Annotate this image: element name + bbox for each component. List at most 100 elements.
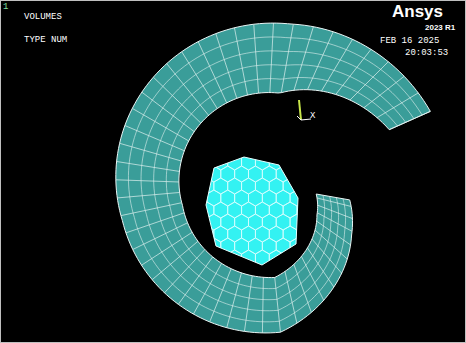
hex-cell bbox=[297, 178, 311, 194]
z-axis-line bbox=[297, 116, 301, 120]
mesh-line bbox=[117, 192, 179, 197]
mesh-line bbox=[317, 213, 352, 231]
axis-label: X bbox=[310, 112, 315, 121]
mesh-line bbox=[166, 78, 397, 289]
hex-cell bbox=[207, 142, 221, 158]
mesh-line bbox=[193, 263, 221, 314]
mesh-line bbox=[142, 232, 193, 265]
mesh-line bbox=[182, 52, 218, 109]
hex-cell bbox=[200, 154, 214, 170]
mesh-line bbox=[307, 32, 333, 90]
mesh-line bbox=[389, 111, 430, 129]
mesh-line bbox=[234, 28, 247, 95]
numbering-note: TYPE NUM bbox=[24, 36, 67, 45]
hex-cell bbox=[221, 142, 235, 158]
hex-cell bbox=[290, 142, 304, 158]
hex-cell bbox=[311, 250, 325, 266]
time-stamp: 20:03:53 bbox=[405, 49, 448, 58]
end-face-fill bbox=[206, 157, 298, 265]
hex-cell bbox=[228, 250, 242, 266]
mesh-line bbox=[336, 49, 371, 94]
mesh-line bbox=[164, 250, 204, 293]
mesh-line bbox=[262, 277, 264, 333]
y-axis-line bbox=[299, 100, 301, 120]
mesh-line bbox=[227, 273, 242, 328]
mesh-line bbox=[364, 76, 404, 107]
hex-cell bbox=[304, 142, 318, 158]
axis-triad bbox=[297, 100, 311, 120]
hex-cell bbox=[297, 250, 311, 266]
mesh-line bbox=[141, 51, 414, 311]
mesh-line bbox=[318, 205, 353, 218]
mesh-line bbox=[285, 271, 297, 323]
mesh-line bbox=[120, 143, 182, 161]
hex-cell bbox=[297, 202, 311, 218]
hex-cell bbox=[290, 166, 304, 182]
mesh-line bbox=[121, 203, 182, 216]
date-stamp: FEB 16 2025 bbox=[380, 37, 439, 46]
end-face bbox=[193, 142, 325, 266]
hex-cell bbox=[193, 238, 207, 254]
hex-cell bbox=[269, 250, 283, 266]
mesh-line bbox=[178, 257, 212, 304]
volume-body bbox=[116, 23, 431, 333]
hex-cell bbox=[297, 154, 311, 170]
mesh-line bbox=[133, 223, 188, 250]
hex-cell bbox=[193, 214, 207, 230]
mesh-line bbox=[350, 62, 388, 100]
hex-cell bbox=[304, 190, 318, 206]
hex-cell bbox=[276, 142, 290, 158]
hex-cell bbox=[297, 226, 311, 242]
hex-cell bbox=[304, 214, 318, 230]
mesh-line bbox=[254, 24, 259, 93]
mesh-line bbox=[301, 256, 323, 300]
hex-cell bbox=[193, 166, 207, 182]
hex-cell bbox=[262, 142, 276, 158]
mesh-line bbox=[317, 221, 351, 245]
hex-mesh bbox=[193, 142, 325, 266]
hex-cell bbox=[235, 142, 249, 158]
hex-cell bbox=[193, 190, 207, 206]
mesh-line bbox=[132, 108, 188, 141]
hex-cell bbox=[311, 226, 325, 242]
mesh-line bbox=[154, 65, 406, 300]
mesh-line bbox=[270, 23, 274, 92]
hex-cell bbox=[283, 250, 297, 266]
hex-cell bbox=[200, 250, 214, 266]
mesh-line bbox=[153, 77, 201, 123]
hex-cell bbox=[207, 238, 221, 254]
plot-title: VOLUMES bbox=[24, 13, 62, 22]
mesh-line bbox=[128, 37, 422, 322]
hex-cell bbox=[248, 142, 262, 158]
hex-cell bbox=[283, 154, 297, 170]
hex-cell bbox=[290, 238, 304, 254]
mesh-line bbox=[281, 24, 293, 93]
mesh-line bbox=[116, 180, 179, 182]
hex-cell bbox=[304, 166, 318, 182]
mesh-line bbox=[294, 27, 313, 91]
mesh-line bbox=[312, 239, 342, 273]
mesh-line bbox=[198, 42, 227, 103]
mesh-line bbox=[275, 277, 281, 332]
version-label: 2023 R1 bbox=[425, 24, 455, 32]
mesh-line bbox=[315, 230, 347, 259]
mesh-line bbox=[152, 241, 198, 279]
hex-cell bbox=[311, 178, 325, 194]
hex-cell bbox=[311, 154, 325, 170]
hex-cell bbox=[200, 226, 214, 242]
mesh-line bbox=[377, 93, 418, 118]
window-number: 1 bbox=[3, 3, 8, 12]
hex-cell bbox=[193, 142, 207, 158]
hex-cell bbox=[304, 238, 318, 254]
hex-cell bbox=[214, 250, 228, 266]
mesh-line bbox=[167, 64, 209, 116]
x-axis-line bbox=[301, 119, 311, 120]
hex-cell bbox=[242, 250, 256, 266]
mesh-line bbox=[317, 198, 351, 207]
hex-cell bbox=[311, 202, 325, 218]
mesh-line bbox=[117, 161, 180, 171]
mesh-line bbox=[142, 92, 194, 131]
brand-logo: Ansys bbox=[392, 3, 443, 20]
